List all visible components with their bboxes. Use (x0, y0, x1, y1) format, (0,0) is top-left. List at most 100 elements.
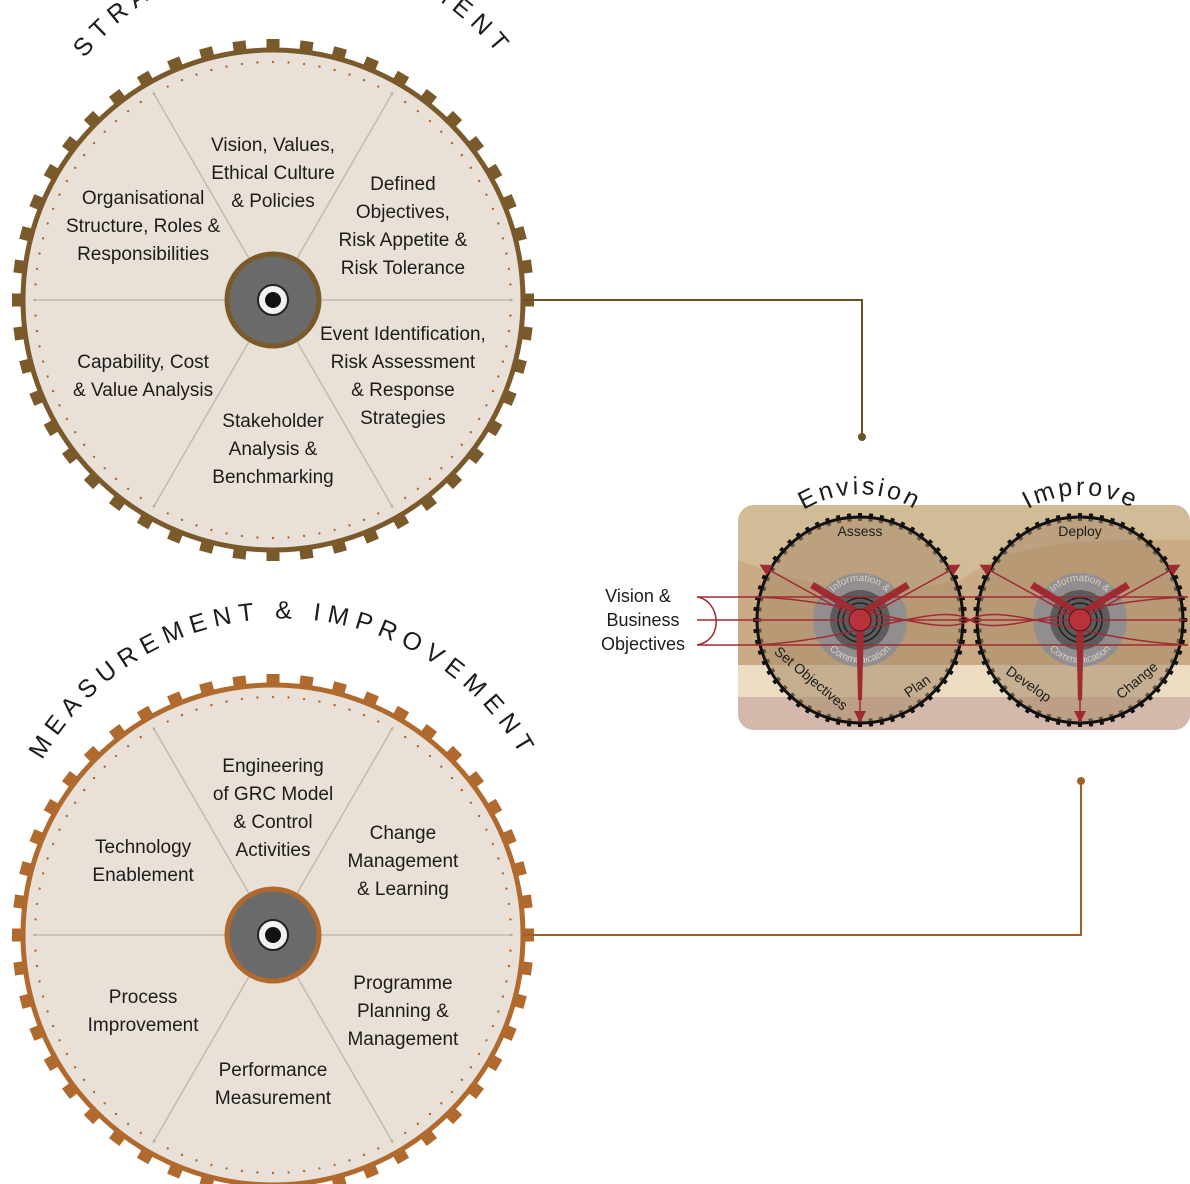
tick (58, 1039, 61, 1042)
tick (302, 62, 306, 66)
tick (362, 713, 366, 717)
tick (509, 314, 512, 317)
tick (318, 1167, 321, 1170)
tick (302, 1169, 306, 1173)
tick (477, 179, 481, 183)
tick (440, 467, 443, 470)
tick (416, 487, 420, 491)
side-label: Vision & Business Objectives (601, 586, 685, 654)
tick (271, 1171, 275, 1175)
tick (126, 109, 130, 113)
tick (377, 512, 380, 515)
tick (287, 536, 290, 539)
tick (210, 703, 213, 707)
tick (58, 828, 61, 831)
tick (34, 918, 37, 921)
tick (166, 720, 169, 723)
tick (507, 329, 511, 333)
tick (505, 252, 508, 255)
tick (195, 524, 198, 527)
tick (485, 404, 488, 407)
connector-bottom (523, 777, 1085, 936)
hub-dot (265, 927, 281, 943)
tick (38, 887, 41, 890)
tick (491, 1024, 495, 1028)
tick (103, 467, 106, 470)
tick (180, 518, 184, 522)
tick (210, 1163, 213, 1167)
tick (256, 536, 259, 539)
tick (114, 754, 118, 758)
tick (271, 695, 275, 699)
tick (507, 267, 511, 271)
tick (103, 1102, 106, 1105)
tick (82, 788, 86, 792)
tick (73, 431, 77, 434)
tick (35, 329, 39, 333)
tick (166, 85, 169, 88)
tick (126, 487, 130, 491)
tick (377, 85, 380, 88)
tick (509, 949, 512, 952)
tick (195, 1159, 198, 1162)
tick (477, 814, 481, 818)
tick (46, 375, 49, 378)
tick (485, 828, 488, 831)
tick (82, 153, 86, 157)
svg-text:Vision &: Vision & (605, 586, 671, 606)
tick (333, 703, 336, 707)
tick (404, 100, 407, 104)
tick (92, 776, 96, 780)
tick (35, 267, 39, 271)
tick (509, 918, 512, 921)
tick (509, 283, 512, 286)
tick (404, 735, 407, 739)
tick (114, 477, 118, 481)
tick (166, 1147, 169, 1150)
tick (477, 1052, 481, 1056)
tick (73, 166, 77, 169)
svg-text:Objectives: Objectives (601, 634, 685, 654)
tick (505, 887, 508, 890)
tick (333, 528, 336, 532)
tick (38, 980, 41, 983)
tick (333, 68, 336, 72)
tick (114, 119, 118, 123)
tick (491, 207, 495, 211)
tick (92, 455, 96, 459)
svg-text:Business: Business (606, 610, 679, 630)
tick (34, 949, 37, 952)
tick (41, 872, 45, 875)
tick (440, 1102, 443, 1105)
tick (166, 512, 169, 515)
tick (450, 776, 454, 780)
tick (428, 1112, 432, 1116)
tick (318, 700, 321, 703)
tick (180, 78, 184, 82)
tick (460, 153, 464, 157)
tick (41, 237, 45, 240)
tick (469, 166, 473, 169)
tick (440, 765, 443, 768)
tick (440, 130, 443, 133)
tick (507, 902, 511, 906)
tick (318, 532, 321, 535)
tick (428, 119, 432, 123)
tick (51, 842, 55, 846)
tick (103, 765, 106, 768)
tick (501, 872, 505, 875)
tick (450, 455, 454, 459)
tick (497, 375, 500, 378)
tick (469, 801, 473, 804)
tick (240, 62, 244, 66)
tick (469, 431, 473, 434)
tick (491, 842, 495, 846)
